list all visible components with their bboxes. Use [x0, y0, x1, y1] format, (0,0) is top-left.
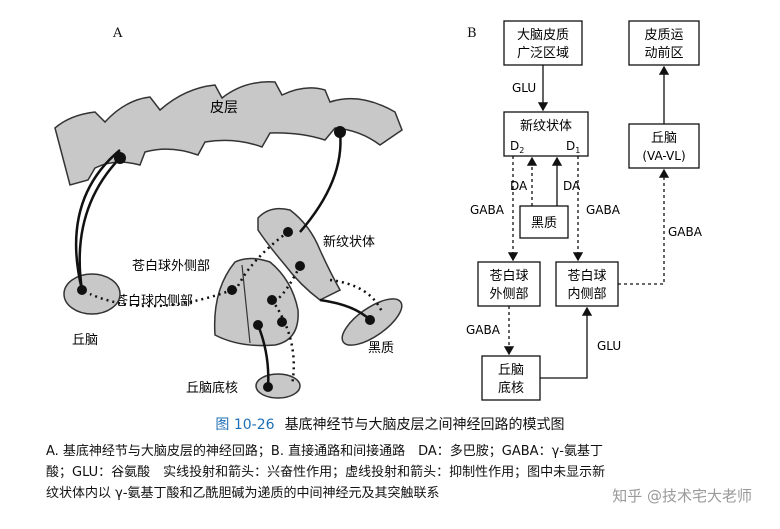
sn-box [519, 205, 569, 239]
panel-a-diagram: 皮层 新纹状体 苍白球外侧部 苍白球内侧部 丘脑 黑质 丘脑底核 [54, 81, 403, 399]
thalamus-shape [63, 273, 121, 315]
svg-text:丘脑: 丘脑 [651, 131, 677, 146]
svg-text:皮质运: 皮质运 [644, 28, 683, 43]
cortex-shape [54, 81, 403, 186]
caption-line-1: A. 基底神经节与大脑皮层的神经回路；B. 直接通路和间接通路 DA：多巴胺；G… [46, 444, 603, 459]
svg-text:底核: 底核 [498, 380, 524, 396]
stn-shape [255, 373, 301, 399]
gpi-box [555, 261, 619, 307]
panel-b-diagram: 大脑皮质 广泛区域 皮质运 动前区 新纹状体 D2 D1 丘脑 (VA-VL) … [466, 20, 703, 401]
svg-text:DA: DA [563, 179, 581, 193]
figure-title: 基底神经节与大脑皮层之间神经回路的模式图 [284, 417, 565, 433]
panel-b-letter: B [467, 26, 477, 41]
stn-label: 丘脑底核 [186, 380, 238, 396]
svg-text:GABA: GABA [470, 203, 505, 217]
svg-text:丘脑: 丘脑 [498, 363, 524, 378]
striatum-box [503, 111, 589, 157]
gpe-label: 苍白球外侧部 [132, 258, 210, 274]
svg-text:D1: D1 [566, 139, 580, 155]
svg-text:新纹状体: 新纹状体 [520, 118, 572, 134]
svg-text:DA: DA [510, 179, 528, 193]
watermark-text: 知乎 @技术宅大老师 [612, 487, 752, 505]
pallidus-shape [213, 257, 299, 347]
figure-number: 图 10-26 [215, 417, 275, 433]
svg-text:苍白球: 苍白球 [567, 268, 606, 284]
nigra-label: 黑质 [368, 341, 394, 356]
svg-text:苍白球: 苍白球 [489, 268, 528, 284]
premotor-box [628, 20, 700, 66]
svg-text:大脑皮质: 大脑皮质 [517, 28, 569, 43]
striatum-shape [257, 207, 342, 301]
svg-text:GLU: GLU [597, 339, 621, 353]
svg-text:黑质: 黑质 [531, 216, 557, 231]
svg-text:广泛区域: 广泛区域 [517, 46, 569, 61]
striatum-label: 新纹状体 [323, 234, 375, 250]
svg-text:GABA: GABA [668, 225, 703, 239]
caption-line-3: 纹状体内以 γ-氨基丁酸和乙酰胆碱为递质的中间神经元及其突触联系 [46, 486, 440, 501]
panel-a-letter: A [113, 26, 123, 41]
figure-caption-body: A. 基底神经节与大脑皮层的神经回路；B. 直接通路和间接通路 DA：多巴胺；G… [46, 441, 746, 504]
svg-text:动前区: 动前区 [644, 45, 683, 61]
thalamus-label: 丘脑 [72, 333, 98, 348]
svg-text:内侧部: 内侧部 [567, 286, 606, 302]
caption-line-2: 酸；GLU：谷氨酸 实线投射和箭头：兴奋性作用；虚线投射和箭头：抑制性作用；图中… [46, 465, 606, 480]
cortex-label: 皮层 [210, 100, 238, 116]
svg-text:D2: D2 [510, 139, 524, 155]
svg-text:外侧部: 外侧部 [489, 287, 528, 302]
gpe-box [477, 261, 541, 307]
svg-text:GLU: GLU [512, 81, 536, 95]
svg-text:GABA: GABA [586, 203, 621, 217]
svg-text:GABA: GABA [466, 323, 501, 337]
svg-text:(VA-VL): (VA-VL) [642, 149, 685, 163]
figure-caption-title: 图 10-26 基底神经节与大脑皮层之间神经回路的模式图 [0, 414, 780, 434]
thalamus-box [628, 123, 700, 169]
